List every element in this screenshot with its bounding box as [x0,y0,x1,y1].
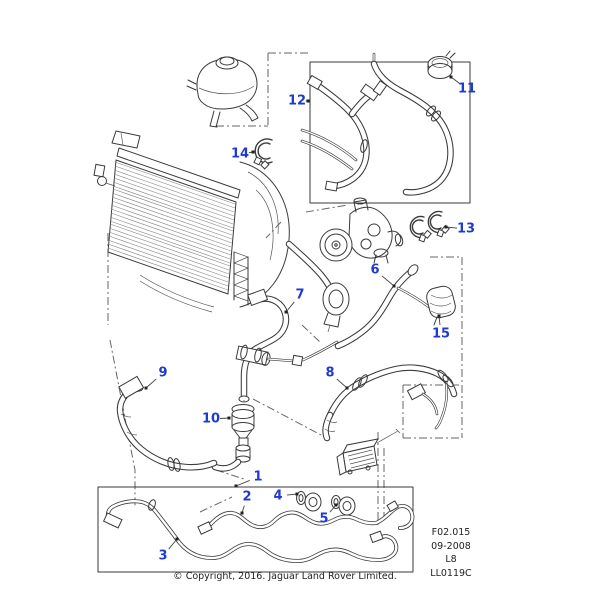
leader-line-1 [235,479,250,487]
copyright-line: © Copyright, 2016. Jaguar Land Rover Lim… [173,571,397,582]
lower-hose-box [97,486,415,573]
leader-dot-8 [345,386,349,390]
leader-line-3 [168,538,178,550]
leader-line-13 [445,226,458,229]
ref-code: F02.015 [431,527,471,538]
pipe-bracket [285,240,350,333]
part-10-connector [211,400,255,472]
grommet-5 [331,495,356,516]
callout-2[interactable]: 2 [242,489,252,505]
hose-6 [334,264,431,350]
leader-dot-13 [444,225,448,229]
callout-5[interactable]: 5 [319,511,329,527]
radiator-assembly [93,130,290,313]
callout-1[interactable]: 1 [253,469,263,485]
grommet-4 [296,491,322,512]
clamp-11 [427,50,456,79]
callout-7[interactable]: 7 [295,287,305,303]
leader-dot-9 [144,386,148,390]
leader-dot-7 [284,310,288,314]
hose-group-12 [300,52,471,204]
callout-11[interactable]: 11 [457,81,477,97]
leader-line-10 [219,417,230,419]
callout-leaders [144,75,461,550]
callout-14[interactable]: 14 [230,146,250,162]
callout-13[interactable]: 13 [456,221,476,237]
leader-dot-15 [437,314,441,318]
leader-line-4 [286,493,298,496]
leader-dot-10 [227,416,231,420]
leader-dot-5 [334,503,338,507]
leader-dot-1 [234,484,238,488]
callout-3[interactable]: 3 [158,548,168,564]
callout-15[interactable]: 15 [431,326,451,342]
clamp-14 [253,138,273,170]
hose-8 [322,364,458,442]
leader-dot-11 [449,75,453,79]
ref-date: 09-2008 [431,540,471,552]
ref-sheet: LL0119C [430,567,472,579]
water-pump [319,197,404,264]
module-bracket [336,428,401,476]
hose-3 [102,499,399,564]
callout-6[interactable]: 6 [370,262,380,278]
leader-dot-2 [240,511,244,515]
leader-dot-4 [295,492,299,496]
leader-dot-6 [392,284,396,288]
expansion-tank [186,56,259,128]
clamp-15 [426,285,456,326]
leader-line-6 [381,275,395,287]
callout-10[interactable]: 10 [201,411,221,427]
callout-4[interactable]: 4 [273,488,283,504]
leader-dot-12 [306,99,310,103]
hose-clamp-ring [426,105,441,122]
leader-dot-3 [175,537,179,541]
callout-8[interactable]: 8 [325,365,335,381]
hose-7 [235,288,339,403]
leader-line-9 [145,378,157,389]
reference-box: F02.015 09-2008 L8 LL0119C [418,526,484,580]
leader-line-15 [438,315,441,326]
hose-9 [116,375,218,472]
ref-lang: L8 [445,554,457,565]
leader-dot-14 [251,150,255,154]
leader-line-7 [285,301,295,313]
hose-2 [197,500,415,535]
leader-line-8 [336,378,348,389]
callout-12[interactable]: 12 [287,93,307,109]
callout-9[interactable]: 9 [158,365,168,381]
